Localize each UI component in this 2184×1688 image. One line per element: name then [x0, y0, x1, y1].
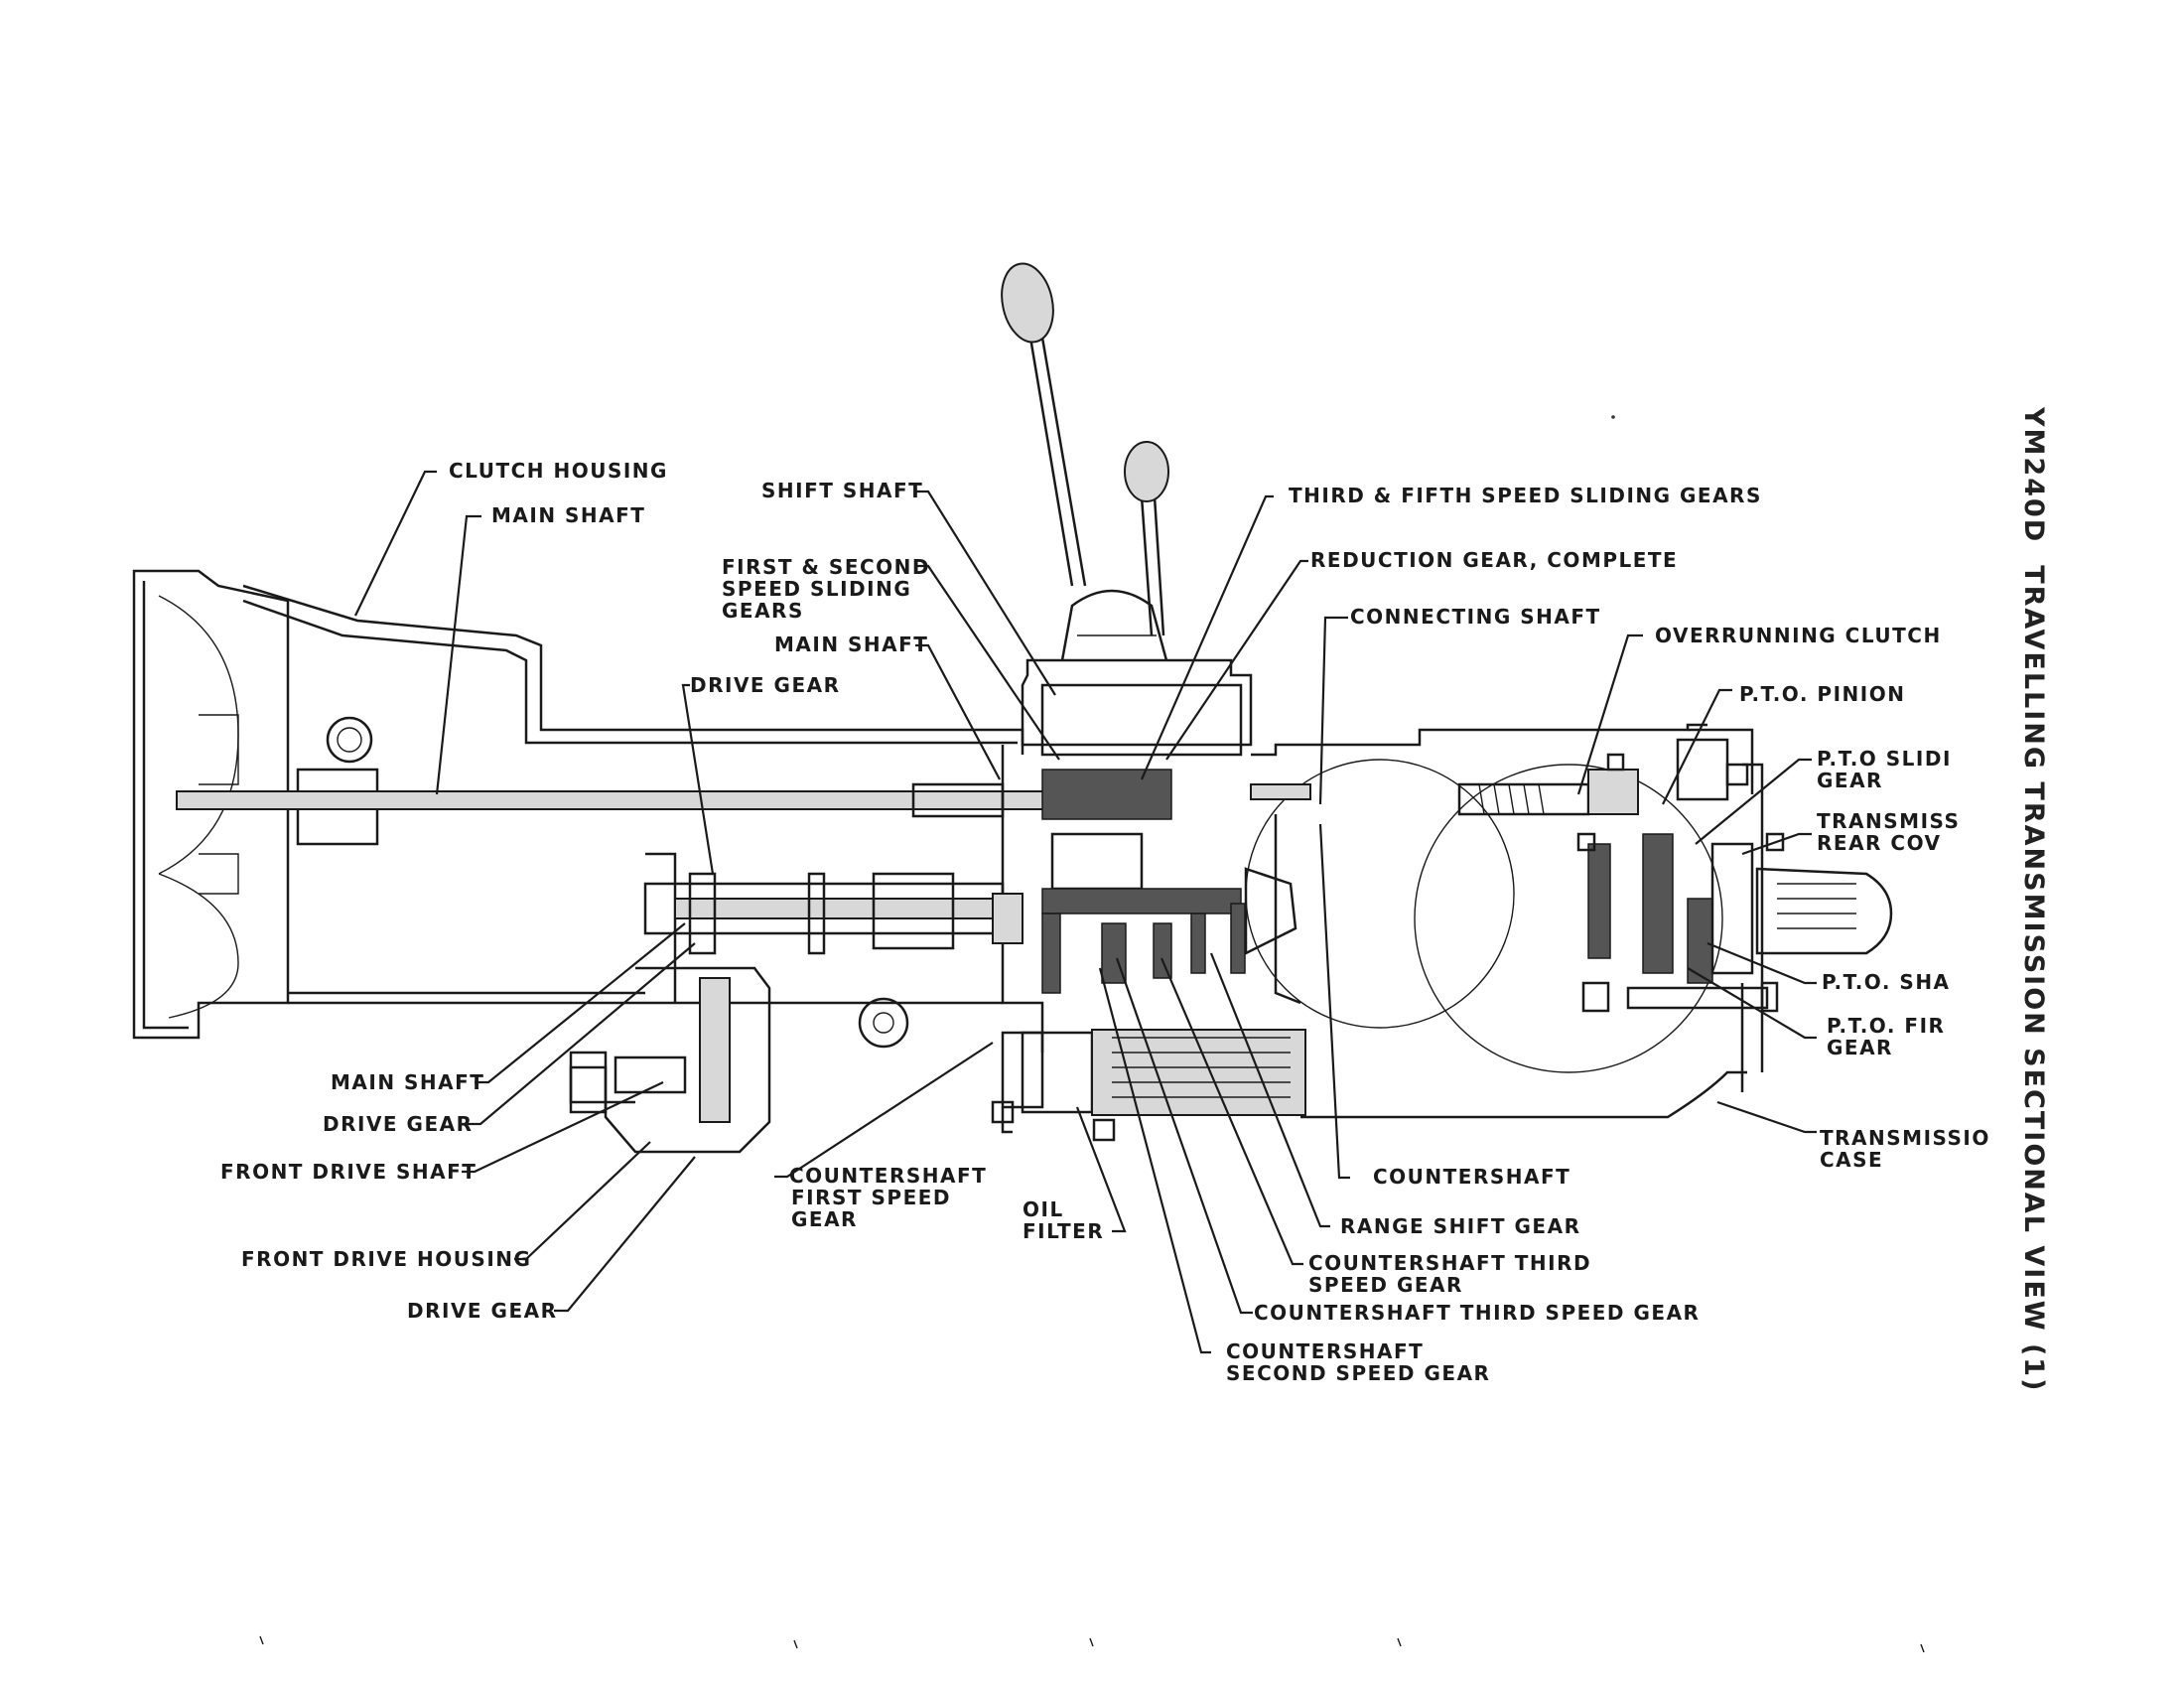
- part-labels: CLUTCH HOUSING MAIN SHAFT SHIFT SHAFT FI…: [220, 459, 1990, 1385]
- label-trans-rear-2: REAR COV: [1817, 831, 1942, 855]
- svg-text:YM240DTRAVELLING TRANSMISSION: YM240D TRAVELLING TRANSMISSION SECTIONAL …: [2018, 406, 2049, 1392]
- label-range-shift-gear: RANGE SHIFT GEAR: [1340, 1214, 1580, 1238]
- label-cs-third-speed-gear: COUNTERSHAFT THIRD SPEED GEAR: [1254, 1301, 1700, 1325]
- label-first-second-1: FIRST & SECOND: [722, 555, 930, 579]
- label-oil-filter-1: OIL: [1023, 1197, 1064, 1221]
- label-drive-gear-mid: DRIVE GEAR: [323, 1112, 474, 1136]
- label-cs-third-2: SPEED GEAR: [1308, 1273, 1463, 1297]
- transmission-drawing: [132, 262, 1893, 1154]
- label-trans-rear-1: TRANSMISS: [1817, 809, 1960, 833]
- label-cs-first-1: COUNTERSHAFT: [789, 1164, 987, 1188]
- label-first-second-3: GEARS: [722, 599, 804, 623]
- leader-lines: [354, 470, 1817, 1354]
- label-trans-case-1: TRANSMISSIO: [1820, 1126, 1990, 1150]
- label-pto-first-1: P.T.O. FIR: [1827, 1014, 1945, 1038]
- label-countershaft: COUNTERSHAFT: [1373, 1165, 1570, 1189]
- label-reduction-gear: REDUCTION GEAR, COMPLETE: [1310, 548, 1678, 572]
- label-clutch-housing: CLUTCH HOUSING: [449, 459, 668, 483]
- label-main-shaft-bottom: MAIN SHAFT: [331, 1070, 484, 1094]
- label-cs-second-2: SECOND SPEED GEAR: [1226, 1361, 1490, 1385]
- label-trans-case-2: CASE: [1820, 1148, 1883, 1172]
- label-drive-gear-bottom: DRIVE GEAR: [407, 1299, 558, 1323]
- label-front-drive-shaft: FRONT DRIVE SHAFT: [220, 1160, 477, 1184]
- label-main-shaft-mid: MAIN SHAFT: [774, 633, 928, 656]
- title-text: TRAVELLING TRANSMISSION SECTIONAL VIEW (…: [2018, 565, 2049, 1392]
- label-pto-first-2: GEAR: [1827, 1036, 1893, 1059]
- label-cs-third-1: COUNTERSHAFT THIRD: [1308, 1251, 1591, 1275]
- scan-marks: [259, 415, 1925, 1653]
- gear-stack: [992, 769, 1297, 994]
- title-prefix: YM240D: [2018, 406, 2049, 543]
- page-title: YM240D TRAVELLING TRANSMISSION SECTIONAL …: [2018, 406, 2049, 1392]
- label-cs-second-1: COUNTERSHAFT: [1226, 1339, 1424, 1363]
- label-connecting-shaft: CONNECTING SHAFT: [1350, 605, 1601, 629]
- label-first-second-2: SPEED SLIDING: [722, 577, 911, 601]
- label-pto-pinion: P.T.O. PINION: [1739, 682, 1905, 706]
- label-third-fifth: THIRD & FIFTH SPEED SLIDING GEARS: [1289, 484, 1762, 507]
- label-front-drive-housing: FRONT DRIVE HOUSING: [241, 1247, 531, 1271]
- label-drive-gear-top: DRIVE GEAR: [690, 673, 841, 697]
- label-main-shaft-top: MAIN SHAFT: [491, 503, 645, 527]
- label-pto-shaft: P.T.O. SHA: [1822, 970, 1951, 994]
- label-overrunning-clutch: OVERRUNNING CLUTCH: [1655, 624, 1942, 647]
- label-shift-shaft: SHIFT SHAFT: [761, 479, 923, 502]
- label-cs-first-3: GEAR: [791, 1207, 858, 1231]
- label-oil-filter-2: FILTER: [1023, 1219, 1104, 1243]
- label-pto-sliding-2: GEAR: [1817, 769, 1883, 792]
- label-pto-sliding-1: P.T.O SLIDI: [1817, 747, 1952, 771]
- label-cs-first-2: FIRST SPEED: [791, 1186, 951, 1209]
